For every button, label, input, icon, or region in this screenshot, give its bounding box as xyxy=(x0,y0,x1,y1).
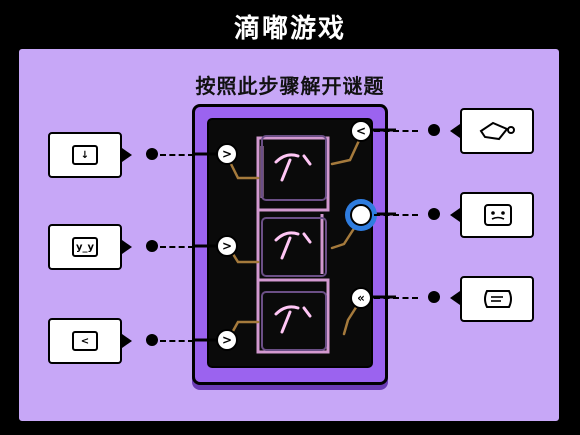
screen-glyphs xyxy=(261,135,327,351)
right-node-3[interactable]: « xyxy=(350,287,372,309)
right-node-1[interactable]: < xyxy=(350,120,372,142)
left-card-1-notch xyxy=(122,148,132,162)
left-card-down[interactable]: ↓ xyxy=(48,132,122,178)
left-node-1[interactable]: > xyxy=(216,143,238,165)
maze-path xyxy=(256,136,330,354)
left-dot-3 xyxy=(146,334,158,346)
right-node-2-selected[interactable] xyxy=(350,204,372,226)
face-icon: y_y xyxy=(72,237,98,257)
left-dot-1 xyxy=(146,148,158,160)
left-dot-2 xyxy=(146,240,158,252)
right-dash-2 xyxy=(374,214,418,216)
left-dash-2 xyxy=(160,246,194,248)
left-dash-3 xyxy=(160,340,194,342)
square-face-icon xyxy=(484,204,512,226)
game-title: 滴嘟游戏 xyxy=(233,13,346,45)
screen-glyph-marks xyxy=(274,153,312,334)
screen-wires xyxy=(226,132,364,342)
right-dot-3 xyxy=(428,291,440,303)
right-dot-1 xyxy=(428,124,440,136)
left-node-2[interactable]: > xyxy=(216,235,238,257)
scroll-icon xyxy=(484,290,512,308)
left-card-face[interactable]: y_y xyxy=(48,224,122,270)
left-card-back[interactable]: < xyxy=(48,318,122,364)
right-card-diamond[interactable] xyxy=(460,108,534,154)
right-card-1-notch xyxy=(450,124,460,138)
down-arrow-icon: ↓ xyxy=(72,145,98,165)
instruction-text: 按照此步骤解开谜题 xyxy=(195,74,385,98)
right-card-2-notch xyxy=(450,208,460,222)
right-dot-2 xyxy=(428,208,440,220)
right-dash-3 xyxy=(374,297,418,299)
left-dash-1 xyxy=(160,154,194,156)
back-arrow-icon: < xyxy=(72,331,98,351)
left-card-3-notch xyxy=(122,334,132,348)
right-card-3-notch xyxy=(450,291,460,305)
diamond-icon xyxy=(479,121,515,141)
left-card-2-notch xyxy=(122,240,132,254)
right-card-square-face[interactable] xyxy=(460,192,534,238)
left-node-3[interactable]: > xyxy=(216,329,238,351)
right-card-scroll[interactable] xyxy=(460,276,534,322)
right-dash-1 xyxy=(374,130,418,132)
